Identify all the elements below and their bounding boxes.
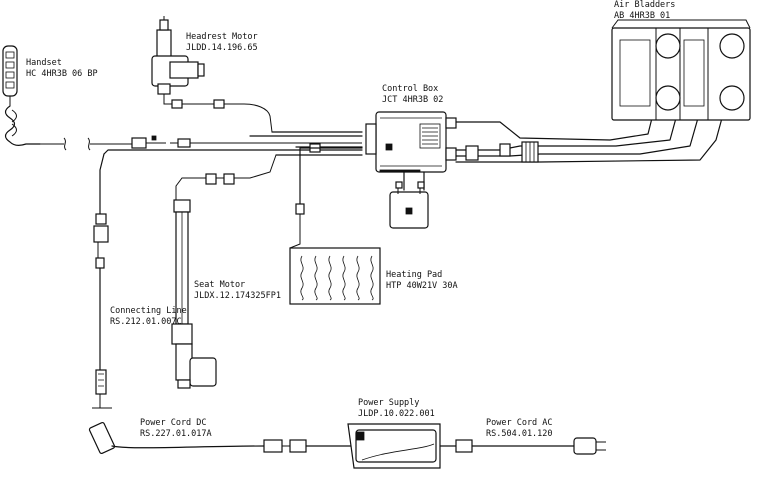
headrest-motor-device [151,16,273,133]
air-bladders-name: Air Bladders [614,0,676,10]
heating-pad-name: Heating Pad [386,270,443,280]
control-box-name: Control Box [382,84,439,94]
seat-motor-code: JLDX.12.174325FP1 [194,291,281,301]
power-supply-name: Power Supply [358,398,420,408]
seat-motor-label: Seat Motor JLDX.12.174325FP1 [194,280,281,302]
power-cord-dc-label: Power Cord DC RS.227.01.017A [140,418,212,440]
power-cord-dc-device [88,421,357,455]
air-bladders-label: Air Bladders AB 4HR3B 01 [614,0,675,22]
power-cord-ac-name: Power Cord AC [486,418,553,428]
power-cord-dc-name: Power Cord DC [140,418,207,428]
handset-connector [131,137,147,149]
heating-pad-device [289,247,381,305]
control-box-label: Control Box JCT 4HR3B 02 [382,84,443,106]
heating-pad-code: HTP 40W21V 30A [386,281,458,291]
power-supply-label: Power Supply JLDP.10.022.001 [358,398,435,420]
connecting-line-name: Connecting Line [110,306,187,316]
air-bladders-code: AB 4HR3B 01 [614,11,671,21]
power-cord-ac-label: Power Cord AC RS.504.01.120 [486,418,553,440]
power-cord-dc-code: RS.227.01.017A [140,429,212,439]
power-supply-device [347,423,441,469]
connecting-line-code: RS.212.01.007C [110,317,182,327]
air-bladder-harness [455,117,723,163]
headrest-motor-name: Headrest Motor [186,32,258,42]
connecting-line-device [92,213,112,409]
power-cord-ac-code: RS.504.01.120 [486,429,553,439]
cable-break-mark [63,137,67,151]
headrest-motor-label: Headrest Motor JLDD.14.196.65 [186,32,258,54]
seat-motor-device [171,154,277,389]
heating-pad-label: Heating Pad HTP 40W21V 30A [386,270,458,292]
power-cord-ac-device [439,437,606,455]
main-harness [99,131,363,215]
power-supply-code: JLDP.10.022.001 [358,409,435,419]
handset-label: Handset HC 4HR3B 06 BP [26,58,98,80]
handset-name: Handset [26,58,62,68]
seat-motor-name: Seat Motor [194,280,246,290]
air-bladders-device [611,19,751,121]
handset-device [2,45,41,146]
handset-code: HC 4HR3B 06 BP [26,69,98,79]
connecting-line-label: Connecting Line RS.212.01.007C [110,306,187,328]
heating-controller-device [389,181,429,229]
control-box-device [365,111,457,191]
control-box-code: JCT 4HR3B 02 [382,95,444,105]
cable-break-mark [87,137,91,151]
headrest-motor-code: JLDD.14.196.65 [186,43,258,53]
